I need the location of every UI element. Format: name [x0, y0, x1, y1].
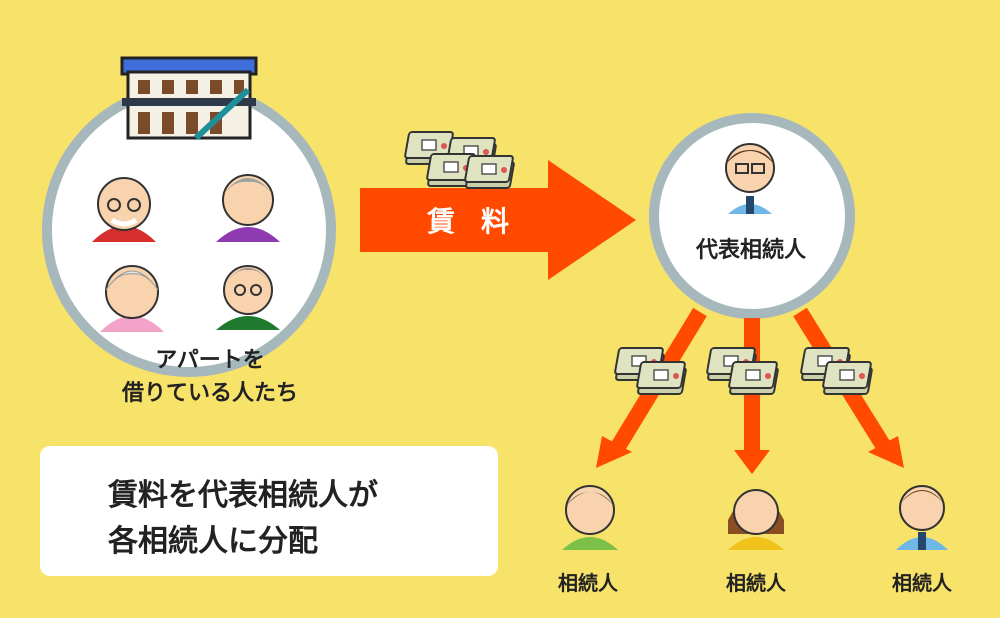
person-icon	[896, 485, 948, 550]
note-line-2: 各相続人に分配	[108, 524, 318, 559]
cash-stack-icon	[403, 131, 516, 189]
person-icon	[728, 489, 784, 550]
tenants-label-line2: 借りている人たち	[121, 381, 298, 406]
tenants-label-line1: アパートを	[155, 348, 265, 373]
heir-label: 相続人	[892, 571, 952, 595]
rent-arrow	[360, 160, 636, 280]
person-icon	[562, 485, 618, 550]
note-box: 賃料を代表相続人が 各相続人に分配	[40, 446, 498, 576]
note-line-1: 賃料を代表相続人が	[108, 478, 378, 513]
distribution-arrow	[734, 318, 770, 474]
tenant-icon	[216, 174, 280, 242]
person-icon	[725, 143, 775, 214]
representative-label: 代表相続人	[695, 238, 806, 263]
rent-label: 賃料	[426, 205, 535, 238]
apartment-icon	[120, 56, 258, 141]
cash-stack-icon	[705, 347, 780, 395]
tenant-icon	[100, 265, 164, 332]
cash-stack-icon	[799, 347, 874, 395]
heir-label: 相続人	[558, 571, 618, 595]
tenant-icon	[216, 265, 280, 330]
heir-label: 相続人	[726, 571, 786, 595]
tenants-label: アパートを 借りている人たち	[60, 344, 360, 410]
representative-circle	[649, 113, 855, 319]
tenant-icon	[92, 177, 156, 242]
